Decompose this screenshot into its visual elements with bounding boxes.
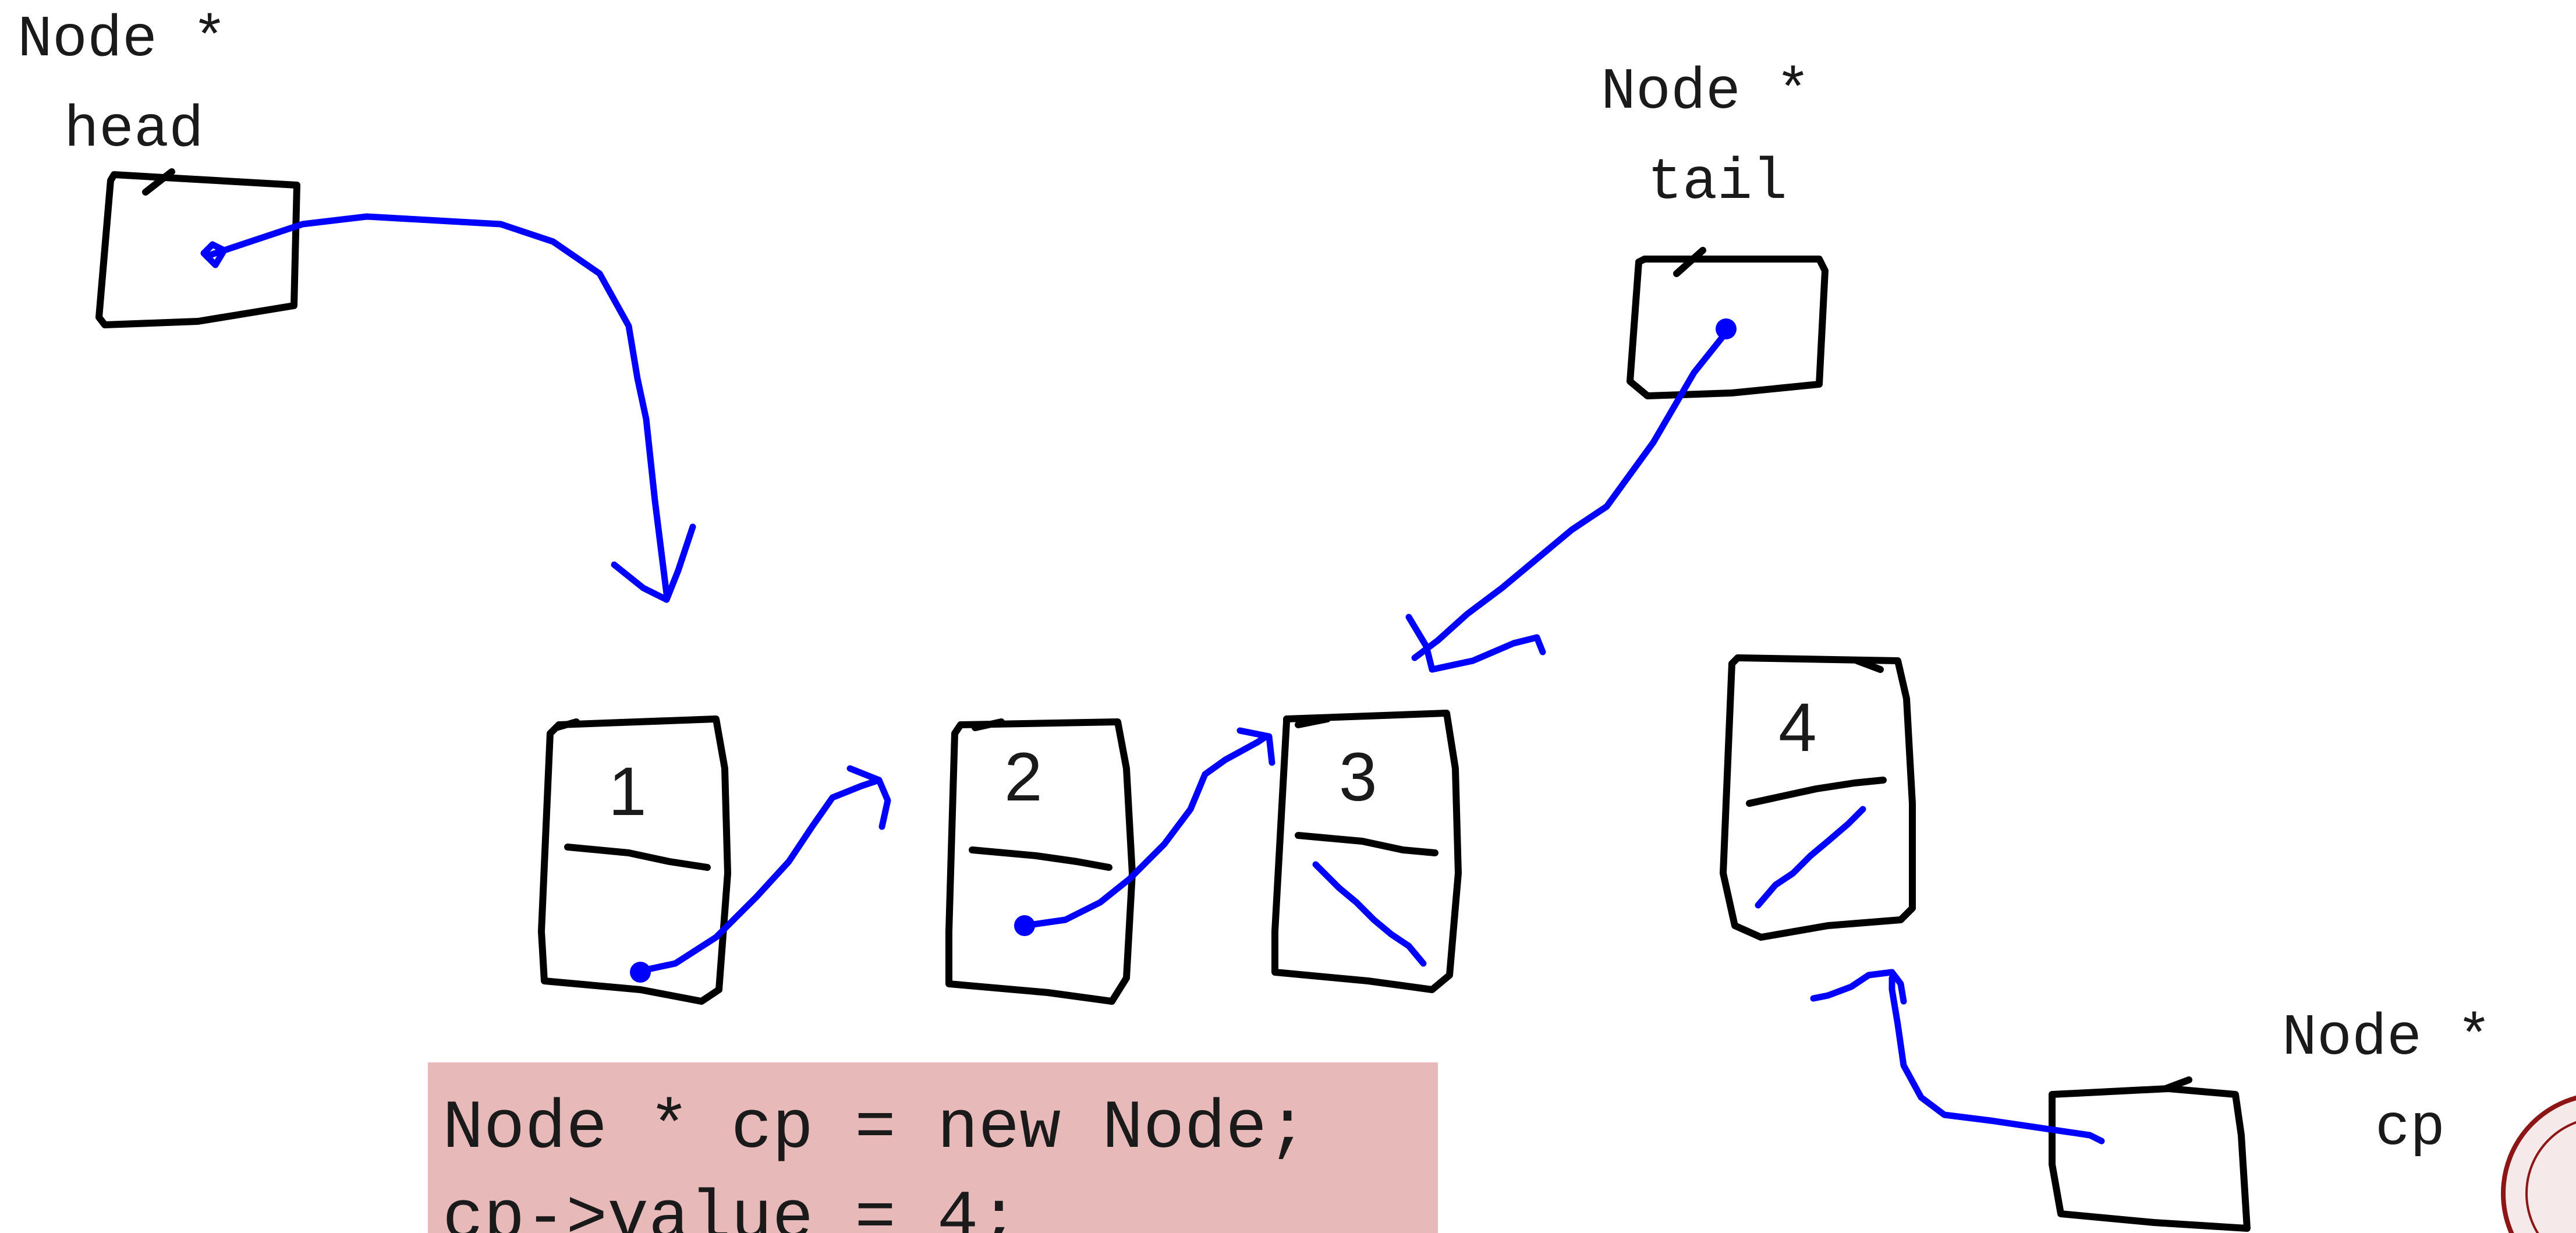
university-seal-logo (2501, 1095, 2576, 1233)
node-4-divider (1746, 777, 1887, 807)
node-1: 1 (538, 715, 891, 1005)
tail-pointer: Node * tail (1601, 60, 1829, 399)
node-3-divider (1295, 832, 1438, 856)
node-2: 2 (945, 718, 1275, 1005)
node-2-divider (969, 846, 1112, 871)
tail-type-label: Node * (1601, 60, 1810, 126)
code-background (428, 1062, 1438, 1233)
node-1-box (538, 715, 731, 1005)
node-3-box (1271, 710, 1462, 993)
node-2-value: 2 (1004, 739, 1043, 816)
cp-box (2049, 1076, 2251, 1232)
cp-to-node4-arrow (1810, 969, 2105, 1145)
node-4: 4 (1720, 654, 1916, 941)
node-2-box (945, 718, 1136, 1005)
head-type-label: Node * (17, 8, 227, 73)
cp-name-label: cp (2375, 1096, 2445, 1162)
node-4-value: 4 (1778, 689, 1817, 766)
code-block: Node * cp = new Node; cp->value = 4; (428, 1062, 1438, 1233)
node-3-value: 3 (1339, 739, 1377, 816)
node-1-divider (564, 844, 711, 871)
head-name-label: head (64, 98, 204, 164)
node-3: 3 (1271, 710, 1462, 993)
node-4-box (1720, 654, 1916, 941)
code-line-1: Node * cp = new Node; (442, 1090, 1308, 1168)
head-pointer: Node * head (17, 8, 300, 328)
cp-type-label: Node * (2282, 1006, 2492, 1072)
code-line-2: cp->value = 4; (442, 1181, 1019, 1233)
head-to-node1-arrow (200, 213, 696, 603)
head-box (95, 168, 300, 328)
cp-pointer: Node * cp (2049, 1006, 2492, 1232)
tail-box (1627, 247, 1829, 399)
tail-name-label: tail (1647, 150, 1787, 216)
tail-to-node3-arrow (1405, 318, 1737, 673)
node-1-value: 1 (608, 753, 647, 830)
